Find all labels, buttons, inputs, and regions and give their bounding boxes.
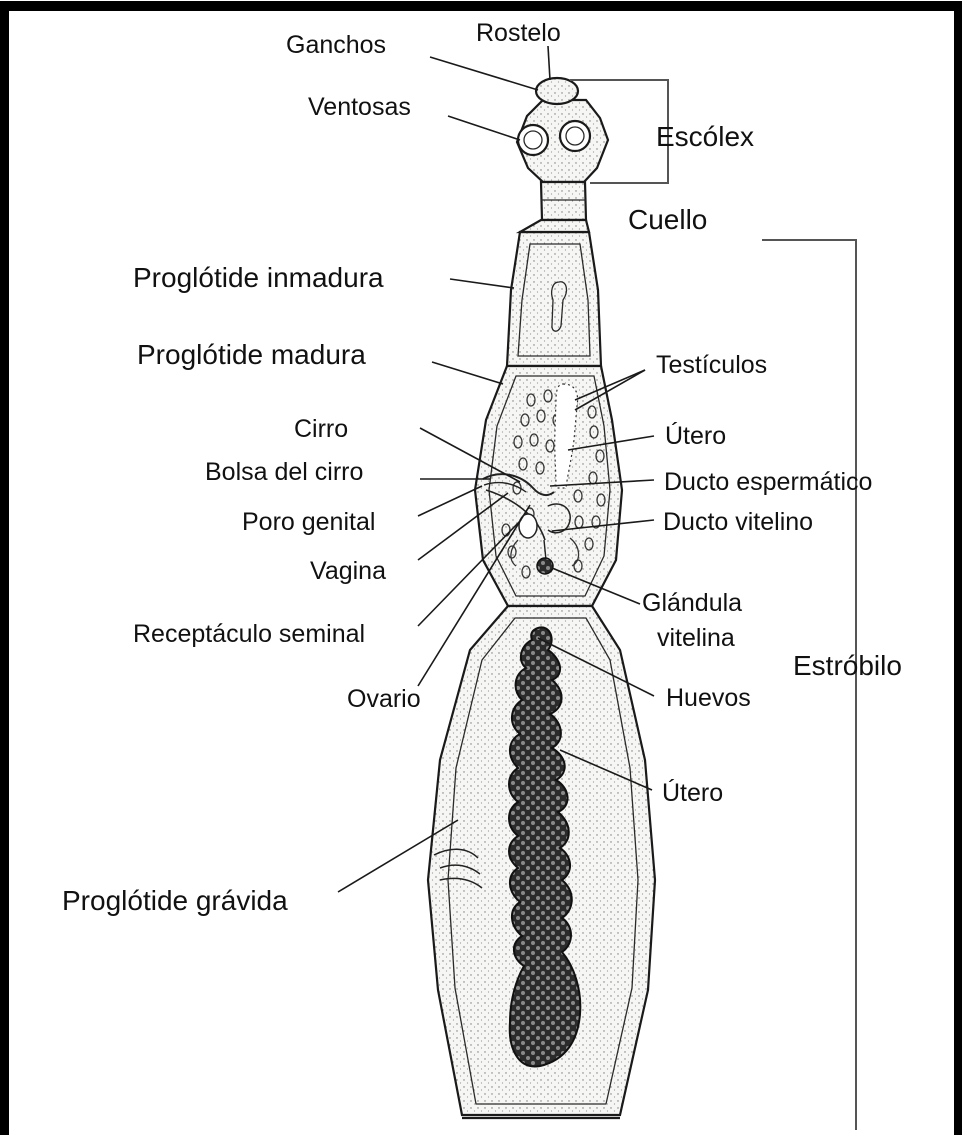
label-ganchos: Ganchos: [286, 31, 386, 59]
label-utero-1: Útero: [665, 421, 726, 450]
neck: [541, 182, 586, 220]
label-rostelo: Rostelo: [476, 19, 561, 47]
label-utero-2: Útero: [662, 778, 723, 807]
label-vitelina: vitelina: [657, 624, 735, 652]
label-receptaculo-seminal: Receptáculo seminal: [133, 620, 365, 648]
label-glandula: Glándula: [642, 589, 742, 617]
label-poro-genital: Poro genital: [242, 508, 375, 536]
label-proglotide-madura: Proglótide madura: [137, 339, 366, 370]
label-vagina: Vagina: [310, 557, 386, 585]
label-proglotide-gravida: Proglótide grávida: [62, 885, 288, 916]
vitelline-gland: [537, 558, 553, 574]
sucker-left: [518, 125, 548, 155]
immature-proglottid: [507, 220, 601, 366]
sucker-right: [560, 121, 590, 151]
label-ducto-vitelino: Ducto vitelino: [663, 508, 813, 536]
label-cuello: Cuello: [628, 204, 707, 235]
immature-segment-body: [507, 232, 601, 366]
label-estrobilo: Estróbilo: [793, 650, 902, 681]
label-ducto-espermatico: Ducto espermático: [664, 468, 872, 496]
gravid-proglottid: [428, 606, 655, 1118]
label-bolsa-del-cirro: Bolsa del cirro: [205, 458, 363, 486]
label-escolex: Escólex: [656, 121, 754, 152]
rostellum: [536, 78, 578, 104]
label-proglotide-inmadura: Proglótide inmadura: [133, 262, 384, 293]
label-ventosas: Ventosas: [308, 93, 411, 121]
label-cirro: Cirro: [294, 415, 348, 443]
label-ovario: Ovario: [347, 685, 421, 713]
label-testiculos: Testículos: [656, 351, 767, 379]
mature-proglottid: [475, 366, 622, 606]
label-huevos: Huevos: [666, 684, 751, 712]
